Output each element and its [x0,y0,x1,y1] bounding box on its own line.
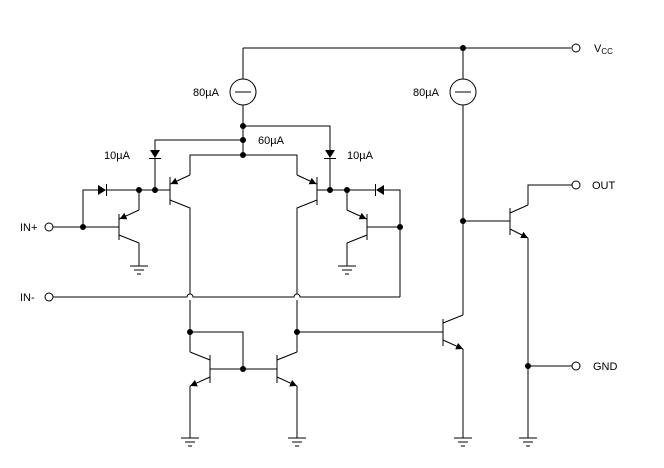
in-plus-terminal[interactable] [44,222,54,232]
right-base-wire [317,189,401,297]
transistor-npn-mirror-right [276,351,298,438]
transistor-npn-output [509,204,529,239]
node [460,45,466,51]
transistor-npn-gain [442,314,464,438]
diode-icon [98,184,107,196]
transistor-pnp-left-input [118,209,140,266]
current-source-left [229,78,257,106]
out-label: OUT [592,180,616,192]
mirror-wires [189,300,443,370]
vcc-terminal[interactable] [571,43,581,53]
ground-icon [519,437,537,447]
in-minus-wire [53,293,400,298]
tail-current-label: 60µA [258,135,285,147]
diode-current-label-left: 10µA [104,150,131,162]
in-minus-terminal[interactable] [44,292,54,302]
ground-icon [181,437,199,447]
transistor-npn-mirror-left [189,351,211,438]
current-label-right-source: 80µA [413,87,440,99]
ground-icon [288,437,306,447]
diode-icon [324,150,336,159]
ground-icon [338,265,356,275]
vcc-rail [242,47,571,79]
current-label-left-source: 80µA [193,87,220,99]
diode-icon [375,184,384,196]
transistor-pnp-left [169,174,191,294]
in-minus-label: IN- [20,292,35,304]
in-plus-label: IN+ [20,222,37,234]
out-terminal[interactable] [571,180,581,190]
ground-icon [130,265,148,275]
transistor-pnp-right [296,174,318,294]
vcc-label: VCC [594,43,613,56]
output-stage-wires [462,105,572,438]
ground-icon [454,437,472,447]
current-source-right [449,78,477,106]
gnd-terminal[interactable] [571,361,581,371]
left-base-wire [53,189,170,228]
diode-icon [149,150,161,159]
bias-wires [154,105,331,190]
gnd-label: GND [593,361,618,373]
transistor-pnp-right-input [346,209,368,266]
diode-current-label-right: 10µA [347,150,374,162]
